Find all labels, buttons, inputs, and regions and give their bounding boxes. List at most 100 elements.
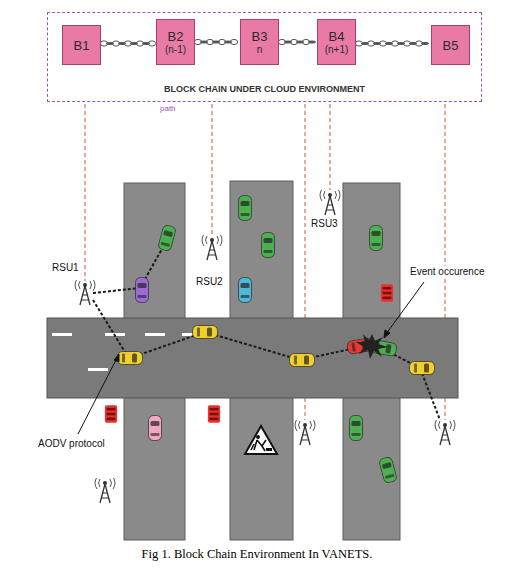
vehicle-part bbox=[410, 362, 435, 375]
lane-marking-part bbox=[52, 333, 72, 336]
vehicle-part bbox=[136, 278, 149, 303]
rsu-tower-part bbox=[295, 419, 315, 445]
chain-ring bbox=[118, 43, 125, 45]
block-index: (n+1) bbox=[325, 44, 349, 56]
chain-ring bbox=[100, 41, 107, 46]
chain-ring bbox=[379, 41, 386, 46]
protocol-label: AODV protocol bbox=[36, 438, 107, 449]
chain-ring bbox=[230, 39, 237, 44]
figure-caption: Fig 1. Block Chain Environment In VANETS… bbox=[0, 547, 514, 562]
chain-ring bbox=[148, 41, 155, 46]
block-label: B2 bbox=[168, 29, 184, 44]
vehicle-part bbox=[149, 416, 162, 441]
path-label: path bbox=[158, 104, 178, 113]
rsu-label: RSU3 bbox=[311, 218, 338, 229]
vehicle-part bbox=[378, 456, 397, 484]
vehicle-part bbox=[157, 224, 176, 252]
chain-ring bbox=[224, 41, 231, 43]
vehicle bbox=[118, 196, 435, 484]
vehicle-part bbox=[350, 416, 363, 441]
chain-ring bbox=[415, 41, 422, 46]
chain-ring bbox=[290, 39, 297, 44]
lane-marking-part bbox=[145, 333, 165, 336]
region-title: BLOCK CHAIN UNDER CLOUD ENVIRONMENT bbox=[48, 84, 481, 94]
chain-link bbox=[194, 39, 237, 44]
chain-ring bbox=[106, 43, 113, 45]
chain-ring bbox=[200, 41, 207, 43]
chain-ring bbox=[142, 43, 149, 45]
chain-link bbox=[355, 41, 428, 46]
vehicle-part bbox=[239, 196, 252, 221]
construction-sign-part bbox=[251, 440, 266, 451]
traffic-light-part bbox=[208, 405, 220, 423]
chain-ring bbox=[194, 39, 201, 44]
block-label: B1 bbox=[74, 38, 90, 53]
vehicle-part bbox=[290, 354, 315, 367]
construction-sign bbox=[245, 426, 277, 454]
block-index: n bbox=[257, 44, 263, 56]
chain-ring bbox=[308, 41, 315, 43]
construction-sign-part bbox=[256, 435, 260, 439]
chain-ring bbox=[124, 41, 131, 46]
chain-link bbox=[278, 39, 315, 44]
construction-sign-part bbox=[266, 448, 272, 451]
rsu-tower-part bbox=[95, 477, 115, 503]
traffic-light-part bbox=[381, 284, 393, 302]
aodv-link-part bbox=[93, 300, 128, 357]
chain-ring bbox=[112, 41, 119, 46]
rsu-tower-part bbox=[320, 189, 340, 215]
block-box: B1 bbox=[62, 25, 101, 65]
rsu-tower-part bbox=[435, 419, 455, 445]
leader-arrow-part bbox=[386, 282, 424, 334]
block-label: B3 bbox=[252, 29, 268, 44]
block-label: B4 bbox=[329, 29, 345, 44]
crash-burst bbox=[356, 334, 388, 359]
chain-ring bbox=[130, 43, 137, 45]
chain-ring bbox=[397, 43, 404, 45]
chain-ring bbox=[421, 43, 428, 45]
vehicle-part bbox=[262, 233, 275, 258]
block-box: B4(n+1) bbox=[317, 19, 356, 65]
chain-ring bbox=[403, 41, 410, 46]
rsu-label: RSU2 bbox=[196, 276, 223, 287]
rsu-tower-part bbox=[75, 279, 95, 305]
block-box: B2(n-1) bbox=[156, 19, 195, 65]
rsu-tower-part bbox=[202, 234, 222, 260]
leader-arrow-part bbox=[384, 330, 390, 338]
chain-ring bbox=[373, 43, 380, 45]
block-box: B3n bbox=[240, 19, 279, 65]
chain-ring bbox=[278, 39, 285, 44]
aodv-link-part bbox=[385, 350, 440, 420]
chain-ring bbox=[284, 41, 291, 43]
lane-marking bbox=[52, 333, 198, 371]
vehicle-part bbox=[370, 226, 383, 251]
cloud-link-part bbox=[211, 104, 212, 236]
aodv-link-part bbox=[130, 332, 360, 360]
chain-link bbox=[100, 41, 155, 46]
vehicle-part bbox=[193, 326, 218, 339]
blockchain-region: BLOCK CHAIN UNDER CLOUD ENVIRONMENTB1B2(… bbox=[47, 12, 482, 102]
chain-ring bbox=[136, 41, 143, 46]
block-box: B5 bbox=[431, 25, 470, 65]
road-part bbox=[47, 318, 458, 398]
leader-arrow bbox=[78, 282, 424, 434]
cloud-link-part bbox=[84, 104, 85, 281]
event-label: Event occurence bbox=[408, 266, 487, 277]
traffic-light bbox=[105, 284, 393, 423]
chain-ring bbox=[206, 39, 213, 44]
block-label: B5 bbox=[443, 38, 459, 53]
block-index: (n-1) bbox=[165, 44, 186, 56]
vehicle-part bbox=[118, 352, 143, 365]
road bbox=[47, 181, 458, 540]
chain-ring bbox=[385, 43, 392, 45]
vehicle-part bbox=[239, 278, 252, 303]
rsu-tower bbox=[75, 189, 455, 503]
chain-ring bbox=[355, 41, 362, 46]
cloud-link-part bbox=[329, 104, 330, 190]
chain-ring bbox=[212, 41, 219, 43]
lane-marking-part bbox=[88, 368, 108, 371]
construction-sign-part bbox=[245, 426, 277, 454]
leader-arrow-part bbox=[114, 354, 119, 362]
chain-ring bbox=[391, 41, 398, 46]
